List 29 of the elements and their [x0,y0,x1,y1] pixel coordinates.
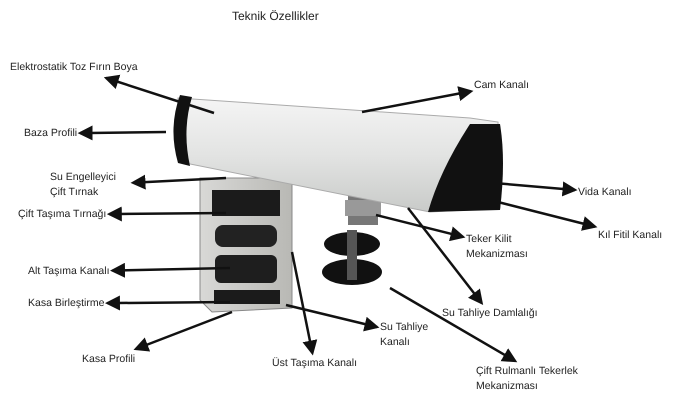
leader-arrow [78,125,166,140]
part-label: Çift Rulmanlı Tekerlek Mekanizması [476,364,616,394]
part-label: Kasa Birleştirme [28,296,104,311]
leader-arrow [286,304,380,332]
part-label: Su Engelleyici Çift Tırnak [50,170,130,200]
part-label: Kıl Fitil Kanalı [598,228,662,243]
part-label: Elektrostatik Toz Fırın Boya [10,60,138,75]
leader-arrow [110,262,230,278]
leader-arrow [376,214,466,242]
part-label: Cam Kanalı [474,78,529,93]
part-label: Su Tahliye Damlalığı [442,306,538,321]
leader-arrow [389,286,518,362]
part-label: Kasa Profili [82,352,136,367]
leader-arrow [134,310,232,352]
leader-arrow [362,86,474,114]
part-label: Teker Kilit Mekanizması [466,232,541,262]
part-label: Baza Profili [24,126,78,141]
title: Teknik Özellikler [232,9,319,23]
leader-arrow [130,174,226,190]
leader-arrow [290,252,318,356]
part-label: Vida Kanalı [578,185,632,200]
part-label: Üst Taşıma Kanalı [272,356,358,371]
leader-arrow [407,207,484,305]
part-label: Çift Taşıma Tırnağı [18,207,106,222]
leader-arrow [106,206,226,222]
part-label: Su Tahliye Kanalı [380,320,440,350]
leader-arrow [104,74,214,114]
part-label: Alt Taşıma Kanalı [28,264,110,279]
leader-arrow [104,296,230,310]
